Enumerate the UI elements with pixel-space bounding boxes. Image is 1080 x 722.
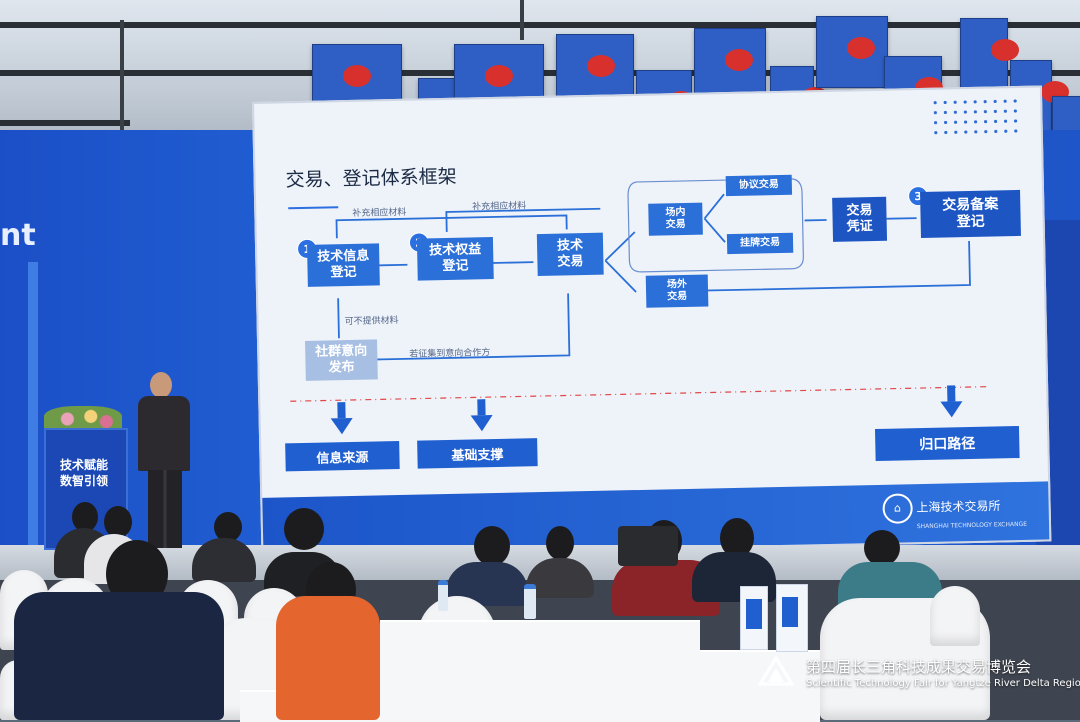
- audience-head: [546, 526, 574, 560]
- node-agreement-trade: 协议交易: [726, 175, 792, 196]
- gift-box: [776, 584, 808, 652]
- exchange-logo-text: 上海技术交易所: [916, 499, 1000, 515]
- arrow: [338, 298, 339, 338]
- light-pillar: [28, 262, 38, 552]
- node-tech-trade: 技术交易: [537, 233, 604, 276]
- audience-head: [284, 508, 324, 550]
- event-subtitle: Scientific Technology Fair for Yangtze R…: [806, 678, 1080, 689]
- event-logo-icon: [758, 656, 794, 686]
- speaker-head: [150, 372, 172, 398]
- node-listing-trade: 挂牌交易: [727, 233, 793, 254]
- arrow: [605, 260, 636, 293]
- arrow: [487, 262, 533, 263]
- arrow: [377, 265, 407, 266]
- down-arrow-icon: [331, 418, 353, 434]
- node-info-registration: 技术信息登记: [307, 243, 380, 286]
- event-title: 第四届长三角科技成果交易博览会: [806, 656, 1031, 677]
- backdrop-text: nt: [0, 218, 36, 253]
- flow-label: 补充相应材料: [352, 205, 406, 219]
- arrow: [887, 218, 917, 219]
- audience-head: [864, 530, 900, 566]
- audience-head: [474, 526, 510, 566]
- bottom-label-path: 归口路径: [875, 426, 1020, 461]
- node-community-intent: 社群意向发布: [305, 339, 378, 380]
- node-rights-registration: 技术权益登记: [417, 237, 494, 281]
- node-trade-voucher: 交易凭证: [832, 197, 887, 242]
- exchange-logo: ⌂上海技术交易所 SHANGHAI TECHNOLOGY EXCHANGE: [882, 491, 1027, 531]
- gift-box: [740, 586, 768, 650]
- down-arrow-icon: [471, 415, 493, 431]
- arrow: [705, 218, 725, 242]
- water-bottle: [524, 584, 536, 619]
- truss-post: [520, 0, 524, 40]
- node-offsite-trade: 场外交易: [646, 274, 709, 307]
- bottom-label-source: 信息来源: [285, 441, 400, 471]
- flow-label: 补充相应材料: [472, 198, 526, 212]
- bottom-label-support: 基础支撑: [417, 438, 538, 469]
- lectern-slogan: 技术赋能数智引领: [48, 458, 120, 489]
- speaker-body: [138, 396, 190, 471]
- chair: [930, 586, 980, 646]
- node-onsite-trade: 场内交易: [648, 203, 703, 236]
- hanging-flag: [816, 16, 888, 88]
- hanging-flag: [960, 18, 1008, 90]
- speaker-cabinet: [618, 526, 678, 566]
- node-trade-filing: 交易备案登记: [920, 190, 1021, 238]
- arrow: [704, 194, 724, 218]
- divider-line: [290, 387, 990, 402]
- arrow: [446, 209, 600, 232]
- arrow: [336, 215, 566, 238]
- flow-label: 若征集到意向合作方: [409, 345, 490, 360]
- ceiling-truss: [0, 120, 130, 126]
- flow-label: 可不提供材料: [344, 313, 398, 327]
- water-bottle: [438, 580, 448, 611]
- hanging-flag: [694, 28, 766, 100]
- ceiling-truss: [0, 22, 1080, 28]
- audience-torso: [276, 596, 380, 720]
- truss-post: [120, 20, 124, 130]
- exchange-logo-icon: ⌂: [882, 493, 913, 524]
- audience-torso: [14, 592, 224, 720]
- arrow: [605, 232, 636, 261]
- speaker-legs: [148, 470, 182, 548]
- exchange-logo-subtext: SHANGHAI TECHNOLOGY EXCHANGE: [917, 521, 1027, 530]
- audience-head: [104, 506, 132, 538]
- table: [380, 620, 700, 722]
- down-arrow-icon: [940, 401, 962, 417]
